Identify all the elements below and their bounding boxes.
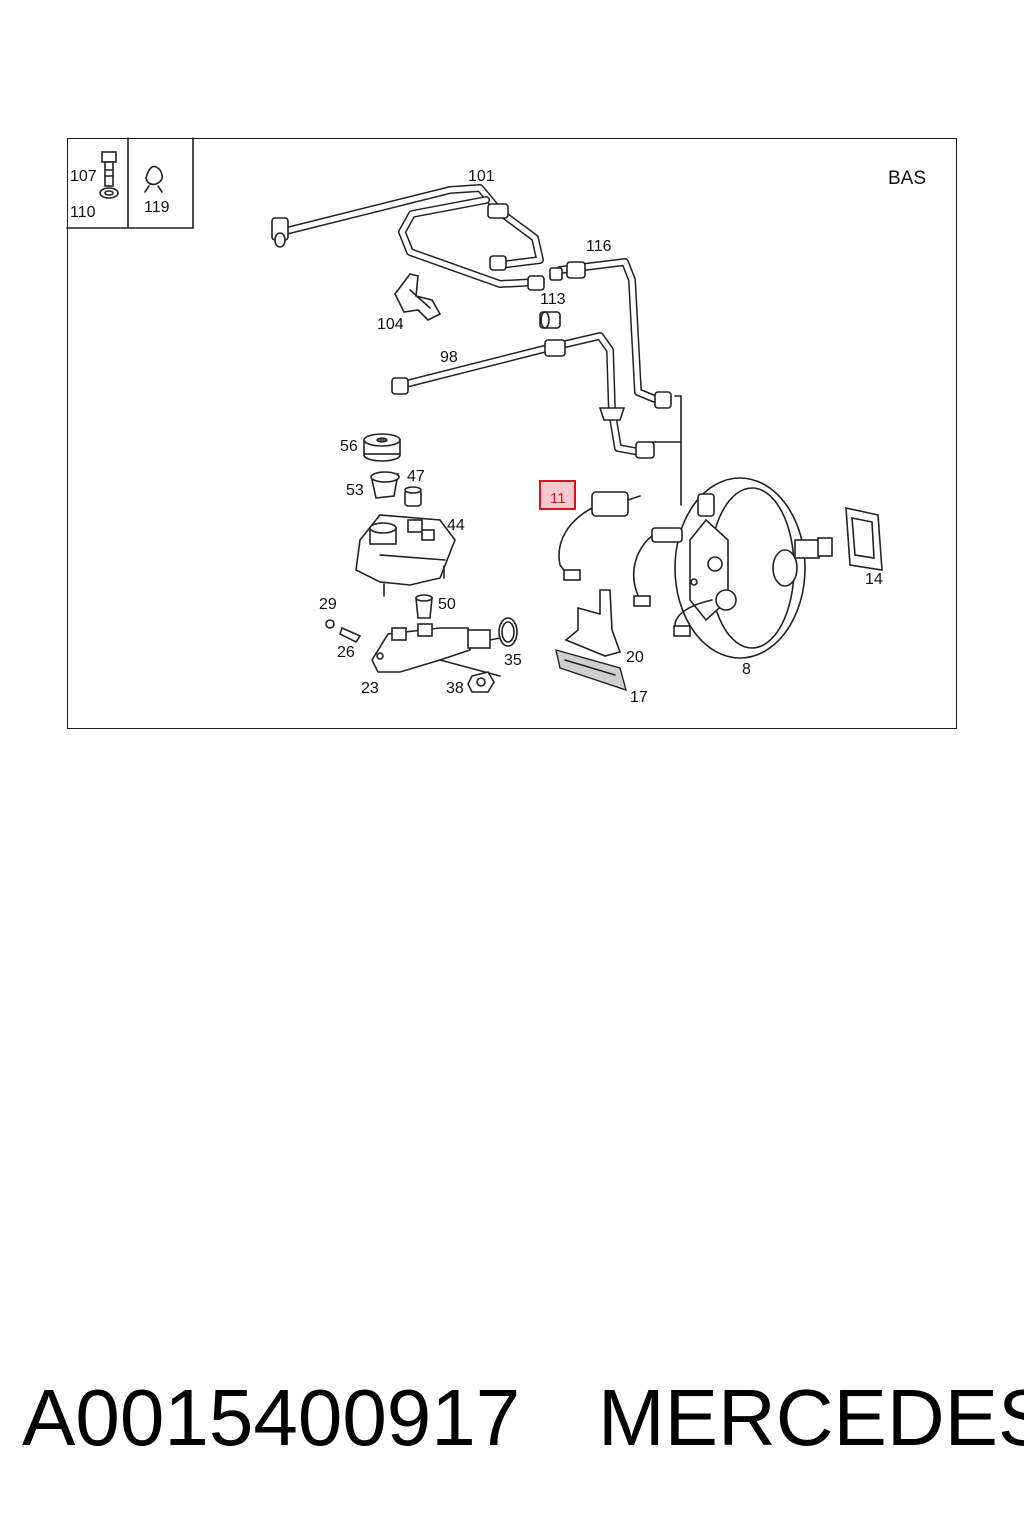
callout-23: 23 (361, 680, 379, 697)
highlight-box (539, 480, 576, 510)
brand-name: MERCEDES (598, 1373, 1024, 1462)
callout-101: 101 (468, 168, 495, 185)
callout-26: 26 (337, 644, 355, 661)
seal-50 (415, 594, 433, 619)
brake-parts-diagram: 107 110 119 BAS (66, 137, 926, 706)
fluid-reservoir-44 (355, 514, 456, 597)
o-ring-35 (498, 617, 518, 647)
callout-98: 98 (440, 349, 458, 366)
callout-56: 56 (340, 438, 358, 455)
callout-14: 14 (865, 571, 883, 588)
callout-104: 104 (377, 316, 404, 333)
callout-38: 38 (446, 680, 464, 697)
callout-8: 8 (742, 661, 751, 678)
nut-38 (467, 671, 495, 693)
callout-116: 116 (586, 238, 612, 255)
brake-line-101 (271, 184, 545, 291)
banjo-bolt-icon (101, 151, 117, 187)
footer: A0015400917 MERCEDES (0, 1372, 1024, 1472)
bracket-104 (394, 273, 442, 321)
brake-line-116 (549, 258, 672, 409)
callout-11: 11 (550, 490, 566, 507)
reservoir-cap-56 (363, 433, 401, 462)
callout-labels: 101 116 113 104 98 56 47 53 44 11 29 50 … (319, 168, 883, 706)
legend-boxes: 107 110 119 (66, 137, 194, 229)
brake-booster-8 (632, 477, 833, 659)
callout-20: 20 (626, 649, 644, 666)
bracket-20 (564, 589, 622, 657)
diagram-frame (67, 138, 957, 729)
callout-47: 47 (407, 468, 425, 485)
screws-29-26 (325, 619, 362, 644)
washer-icon (99, 187, 119, 199)
gasket-14 (845, 506, 883, 571)
callout-17: 17 (630, 689, 648, 706)
callout-113: 113 (540, 291, 566, 308)
callout-53: 53 (346, 482, 364, 499)
master-cylinder-23 (371, 623, 501, 677)
hose-clip-icon (144, 165, 164, 193)
callout-50: 50 (438, 596, 456, 613)
label-107: 107 (70, 168, 97, 185)
plug-47 (404, 486, 422, 507)
bushing-113 (539, 311, 561, 329)
label-119: 119 (144, 199, 170, 216)
callout-44: 44 (447, 517, 465, 534)
insulator-17 (555, 649, 628, 692)
callout-29: 29 (319, 596, 337, 613)
callout-35: 35 (504, 652, 522, 669)
corner-label-bas: BAS (888, 168, 926, 189)
brake-line-98 (391, 332, 682, 506)
part-number: A0015400917 (22, 1373, 521, 1462)
strainer-53 (370, 471, 400, 499)
sensor-11 (558, 491, 641, 581)
label-110: 110 (70, 204, 96, 221)
